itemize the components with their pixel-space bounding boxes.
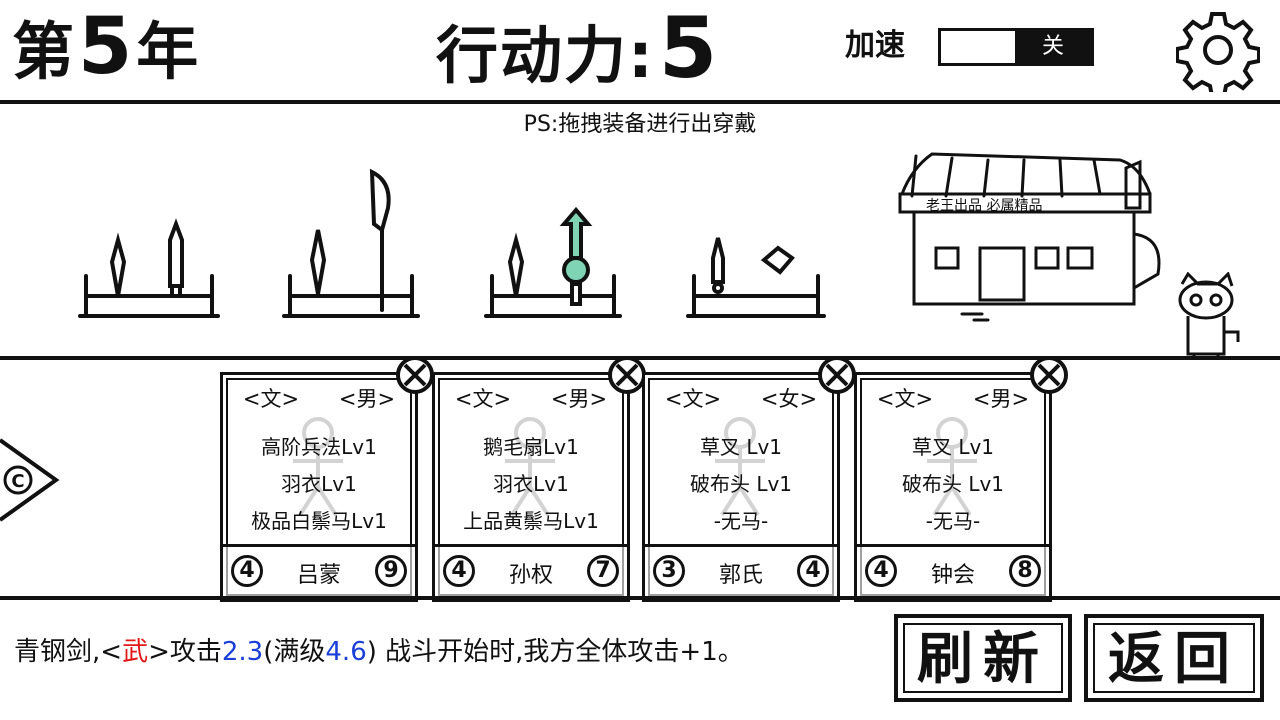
drag-hint: PS:拖拽装备进行出穿戴 [523, 112, 757, 137]
general-portrait-icon [293, 417, 343, 517]
year-suffix: 年 [136, 15, 203, 88]
card-footer: 4 吕蒙 9 [223, 544, 415, 599]
card-tag-gender: <男> [972, 387, 1030, 411]
side-arrow-label: C [11, 471, 24, 492]
desc-part1: 青钢剑,< [14, 637, 123, 667]
card-tags: <文> <女> [645, 383, 837, 413]
card-tag-gender: <男> [550, 387, 608, 411]
general-card-3[interactable]: <文> <女> 草叉 Lv1 破布头 Lv1 -无马- 3 郭氏 4 [642, 356, 856, 602]
card-stat-right: 7 [587, 555, 619, 587]
close-icon[interactable] [607, 355, 647, 395]
card-item-armor[interactable]: 羽衣Lv1 [281, 472, 357, 496]
refresh-button[interactable]: 刷新 [894, 614, 1072, 702]
card-item-armor[interactable]: 破布头 Lv1 [901, 472, 1005, 496]
speed-toggle[interactable]: 关 [938, 28, 1094, 66]
card-item-armor[interactable]: 羽衣Lv1 [493, 472, 569, 496]
card-tags: <文> <男> [435, 383, 627, 413]
year-prefix: 第 [12, 15, 79, 88]
card-stat-right: 8 [1009, 555, 1041, 587]
card-footer: 4 钟会 8 [857, 544, 1049, 599]
card-item-horse[interactable]: 上品黄鬃马Lv1 [463, 509, 599, 533]
shop-sign: 老王出品 必属精品 [926, 198, 1042, 214]
side-arrow-button[interactable]: C [0, 438, 60, 522]
back-button-label: 返回 [1093, 623, 1255, 693]
desc-type: 武 [122, 637, 149, 667]
card-general-name: 钟会 [930, 563, 975, 588]
card-stat-right: 4 [797, 555, 829, 587]
general-portrait-icon [505, 417, 555, 517]
close-icon[interactable] [1029, 355, 1069, 395]
card-item-weapon[interactable]: 草叉 Lv1 [911, 435, 995, 459]
card-tag-class: <文> [876, 387, 934, 411]
weapon-rack-2[interactable] [282, 160, 420, 322]
middle-divider [0, 356, 1280, 360]
weapon-rack-1[interactable] [78, 160, 220, 322]
card-tags: <文> <男> [223, 383, 415, 413]
card-tag-gender: <女> [760, 387, 818, 411]
desc-part3: (满级 [263, 637, 326, 667]
shop-building[interactable]: 老王出品 必属精品 [896, 148, 1166, 324]
gear-icon[interactable] [1176, 8, 1260, 92]
weapon-rack-4[interactable] [686, 160, 826, 322]
card-tag-class: <文> [242, 387, 300, 411]
card-tag-gender: <男> [338, 387, 396, 411]
card-tags: <文> <男> [857, 383, 1049, 413]
card-stat-left: 3 [653, 555, 685, 587]
desc-attack: 2.3 [221, 637, 264, 667]
equipment-description: 青钢剑,<武>攻击2.3(满级4.6) 战斗开始时,我方全体攻击+1。 [14, 632, 744, 672]
speed-label: 加速 [845, 28, 905, 63]
general-card-2[interactable]: <文> <男> 鹅毛扇Lv1 羽衣Lv1 上品黄鬃马Lv1 4 孙权 7 [432, 356, 646, 602]
year-counter: 第5年 [12, 4, 202, 95]
card-item-weapon[interactable]: 高阶兵法Lv1 [261, 435, 377, 459]
bottom-divider [0, 596, 1280, 600]
card-footer: 3 郭氏 4 [645, 544, 837, 599]
card-general-name: 吕蒙 [296, 563, 341, 588]
card-tag-class: <文> [454, 387, 512, 411]
action-points: 行动力:5 [436, 0, 719, 104]
weapon-rack-3[interactable] [484, 160, 622, 322]
card-item-armor[interactable]: 破布头 Lv1 [689, 472, 793, 496]
general-card-1[interactable]: <文> <男> 高阶兵法Lv1 羽衣Lv1 极品白鬃马Lv1 4 吕蒙 9 [220, 356, 434, 602]
action-points-value: 5 [658, 0, 720, 97]
cat-merchant-icon[interactable] [1172, 272, 1244, 362]
top-divider [0, 100, 1280, 104]
year-value: 5 [78, 2, 137, 92]
card-item-weapon[interactable]: 草叉 Lv1 [699, 435, 783, 459]
general-portrait-icon [927, 417, 977, 517]
card-item-horse[interactable]: 极品白鬃马Lv1 [251, 509, 387, 533]
back-button[interactable]: 返回 [1084, 614, 1264, 702]
card-tag-class: <文> [664, 387, 722, 411]
card-item-weapon[interactable]: 鹅毛扇Lv1 [483, 435, 579, 459]
card-stat-left: 4 [231, 555, 263, 587]
card-stat-left: 4 [865, 555, 897, 587]
card-stat-right: 9 [375, 555, 407, 587]
card-footer: 4 孙权 7 [435, 544, 627, 599]
card-item-horse[interactable]: -无马- [713, 509, 769, 533]
desc-part4: ) 战斗开始时,我方全体攻击+1。 [366, 637, 744, 667]
action-points-label: 行动力: [436, 19, 655, 92]
desc-part2: >攻击 [148, 637, 222, 667]
card-general-name: 孙权 [508, 563, 553, 588]
card-general-name: 郭氏 [718, 563, 763, 588]
refresh-button-label: 刷新 [903, 623, 1063, 693]
close-icon[interactable] [817, 355, 857, 395]
desc-max-attack: 4.6 [325, 637, 367, 667]
general-card-4[interactable]: <文> <男> 草叉 Lv1 破布头 Lv1 -无马- 4 钟会 8 [854, 356, 1068, 602]
close-icon[interactable] [395, 355, 435, 395]
general-portrait-icon [715, 417, 765, 517]
card-stat-left: 4 [443, 555, 475, 587]
speed-toggle-state: 关 [1015, 31, 1091, 63]
card-item-horse[interactable]: -无马- [925, 509, 981, 533]
